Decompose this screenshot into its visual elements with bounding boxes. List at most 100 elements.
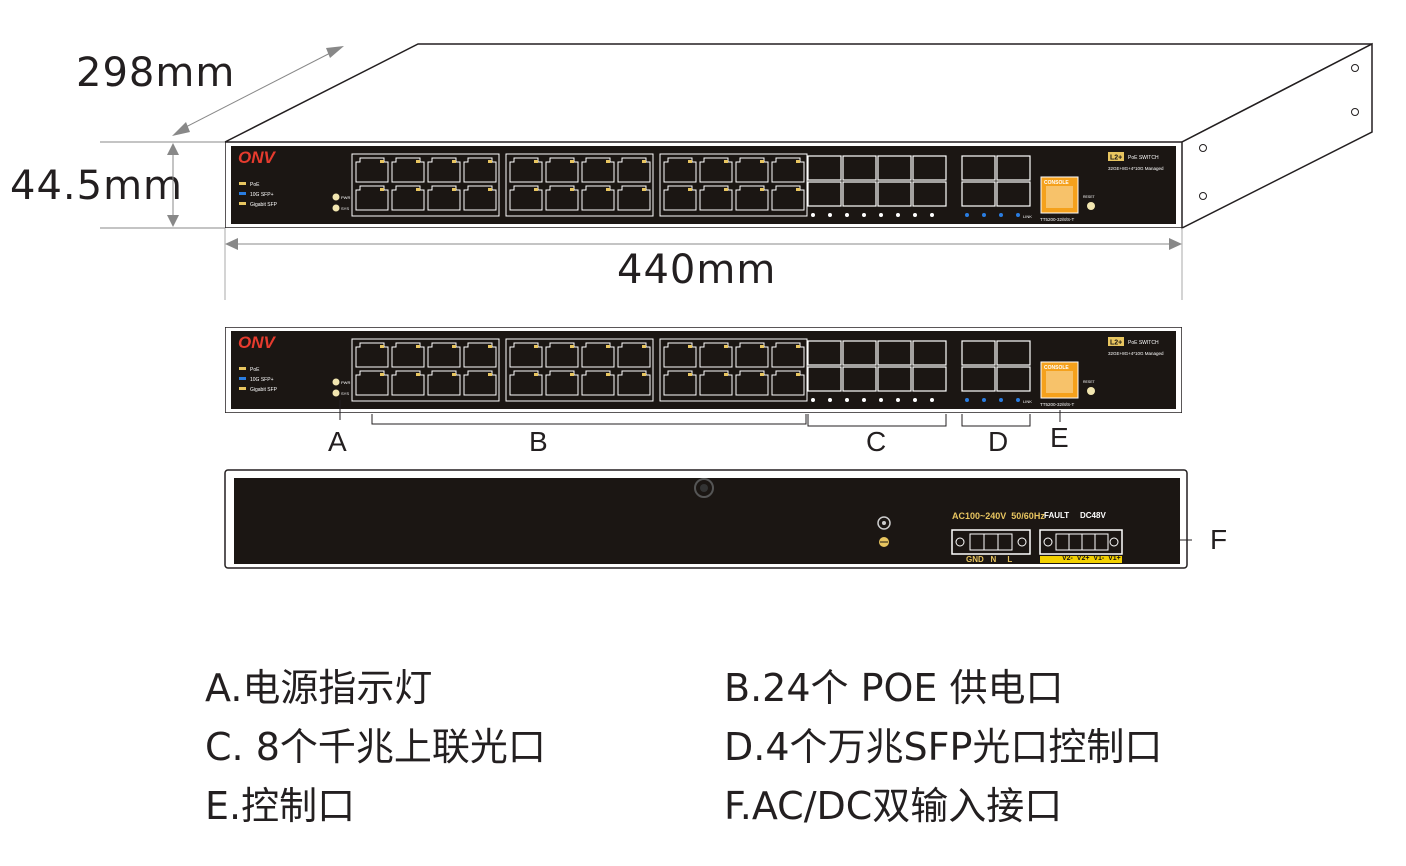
poe-led-icon [724,345,728,348]
sfp-led-icon [896,398,900,402]
product-line1: PoE SWITCH [1128,155,1159,161]
rj45-block [351,153,500,217]
poe-led-icon [724,160,728,163]
poe-led-icon [452,373,456,376]
ac-input-label: AC100~240V 50/60Hz [952,511,1045,521]
sfp-plus-led-icon [999,398,1003,402]
sfp-led-icon [828,398,832,402]
sfp-led-icon [811,213,815,217]
poe-led-icon [642,373,646,376]
legend-item-b: B.24个 POE 供电口 [724,666,1064,710]
reset-label: RESET [1083,195,1096,199]
dc-input-label: DC48V [1080,511,1106,520]
brand-logo: ONV [238,148,308,168]
sfp-plus-port-icon [961,155,996,181]
console-port-socket [1046,371,1073,393]
callout-c: C [866,426,887,457]
poe-led-icon [534,188,538,191]
poe-led-icon [488,188,492,191]
poe-led-icon [796,160,800,163]
legend-swatch [239,182,246,185]
brand-logo-text: ONV [238,148,275,167]
sfp-plus-port-icon [996,155,1031,181]
poe-led-icon [416,345,420,348]
sfp-port-icon [807,181,842,207]
poe-led-icon [688,373,692,376]
sfp-plus-port-icon [961,340,996,366]
callout-b: B [529,426,548,457]
legend-swatch [239,192,246,195]
indicator-legend-text: PoE [250,182,260,188]
poe-led-icon [534,345,538,348]
poe-led-icon [534,373,538,376]
sfp-led-icon [896,213,900,217]
sfp-port-icon [912,155,947,181]
sfp-plus-port-icon [961,366,996,392]
poe-led-icon [380,188,384,191]
poe-led-icon [452,160,456,163]
poe-led-icon [570,188,574,191]
legend-swatch [239,202,246,205]
depth-dimension-label: 298mm [76,50,236,96]
poe-led-icon [606,345,610,348]
sfp-led-icon [811,398,815,402]
pwr-led-icon [332,378,340,386]
rj45-block [505,338,654,402]
poe-led-icon [760,373,764,376]
poe-led-icon [724,373,728,376]
console-port-socket [1046,186,1073,208]
poe-led-icon [606,160,610,163]
callout-brackets [339,400,1061,427]
sfp-plus-led-icon [965,213,969,217]
sfp-plus-port-icon [996,181,1031,207]
rear-panel [224,469,1192,569]
sfp-plus-led-icon [999,213,1003,217]
poe-led-icon [452,188,456,191]
rj45-block [659,338,808,402]
poe-led-icon [380,345,384,348]
legend-item-d: D.4个万兆SFP光口控制口 [724,725,1163,769]
poe-led-icon [724,188,728,191]
callout-d: D [988,426,1009,457]
sfp-port-icon [877,155,912,181]
indicator-legend-text: Gigabit SFP [250,202,278,208]
legend-item-f: F.AC/DC双输入接口 [724,784,1063,828]
poe-led-icon [796,373,800,376]
model-number: TT5200-32/8/S-T [1040,402,1075,407]
sys-label: SYS [341,391,349,396]
poe-led-icon [570,160,574,163]
pwr-label: PWR [341,380,350,385]
legend-swatch [239,387,246,390]
product-line1: PoE SWITCH [1128,340,1159,346]
poe-led-icon [688,160,692,163]
sys-led-icon [332,389,340,397]
ac-terminal-labels: GND N L [966,555,1013,564]
sfp-led-icon [828,213,832,217]
sfp-port-icon [877,340,912,366]
product-line2: 32GE+8G+4*10G Managed [1108,166,1164,171]
sfp-led-icon [845,213,849,217]
brand-logo-text-2: ONV [238,333,275,352]
callout-a: A [328,426,347,457]
poe-led-icon [642,188,646,191]
sfp-led-icon [862,213,866,217]
sfp-port-icon [877,366,912,392]
sfp-port-icon [912,366,947,392]
sfp-plus-port-icon [961,181,996,207]
poe-led-icon [760,160,764,163]
rj45-block [505,153,654,217]
sfp-led-icon [930,398,934,402]
poe-led-icon [642,345,646,348]
model-badge-text: L2+ [1110,340,1122,347]
sfp-plus-port-icon [996,366,1031,392]
model-badge-text: L2+ [1110,155,1122,162]
dc-terminal-labels: V2- V2+ V1- V1+ [1062,555,1121,562]
sfp-port-icon [807,366,842,392]
switch-isometric-drawing [100,42,1373,300]
sys-label: SYS [341,206,349,211]
sfp-port-icon [807,155,842,181]
model-badge [1108,337,1124,346]
legend-swatch [239,367,246,370]
sfp-plus-led-icon [1016,398,1020,402]
